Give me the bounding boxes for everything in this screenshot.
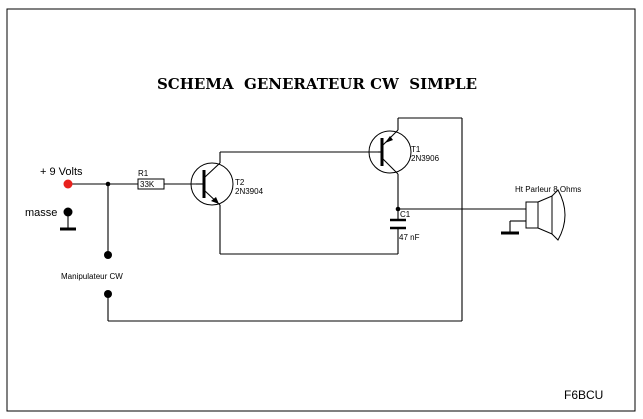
t1-ref: T1 [411, 145, 421, 154]
capacitor-ref: C1 [400, 210, 411, 219]
ground-terminal [60, 207, 76, 231]
ground-label: masse [25, 207, 57, 219]
supply-terminal [63, 179, 73, 189]
capacitor-value: 47 nF [399, 233, 420, 242]
t2-type: 2N3904 [235, 187, 264, 196]
speaker-label: Ht Parleur 8 Ohms [515, 185, 581, 194]
wiring [68, 117, 526, 322]
author-tag: F6BCU [564, 388, 603, 402]
t1-type: 2N3906 [411, 154, 440, 163]
transistor-t2 [190, 162, 234, 206]
supply-label: + 9 Volts [40, 166, 83, 178]
resistor-r1 [137, 178, 165, 190]
diagram-title: SCHEMA GENERATEUR CW SIMPLE [157, 75, 477, 93]
speaker-icon [525, 189, 566, 241]
key-contact-top [104, 251, 112, 259]
diagram-frame [6, 8, 636, 412]
t2-ref: T2 [235, 178, 245, 187]
junction-dot [105, 181, 111, 187]
key-contact-bottom [104, 290, 112, 298]
junction-dot [395, 206, 401, 212]
resistor-ref: R1 [138, 169, 149, 178]
capacitor-c1 [390, 218, 406, 230]
key-label: Manipulateur CW [61, 272, 123, 281]
transistor-t1 [368, 129, 412, 175]
resistor-value: 33K [140, 180, 155, 189]
